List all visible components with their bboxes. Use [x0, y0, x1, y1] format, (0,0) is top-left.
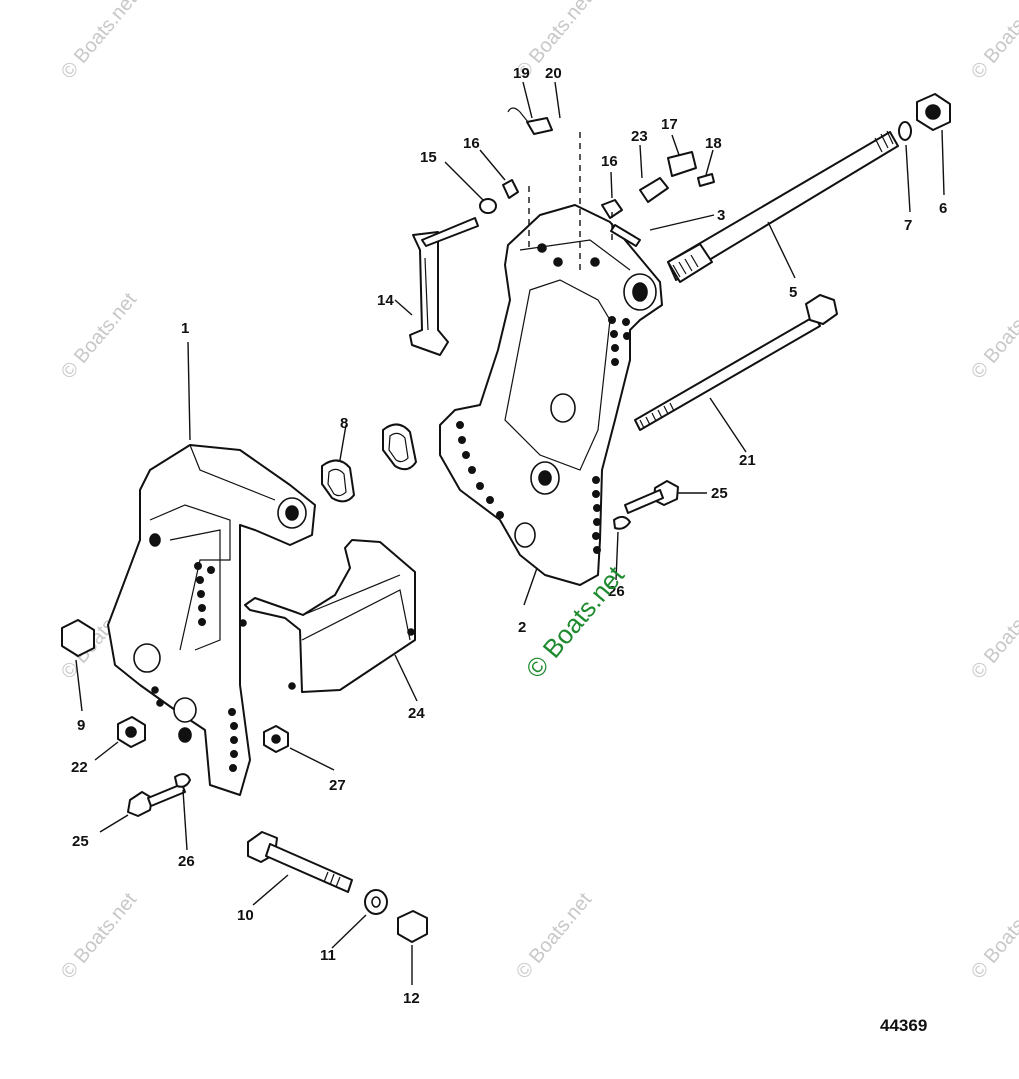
part-2-swivel-bracket: [439, 204, 663, 586]
part-25-bolt-right: [613, 480, 679, 530]
part-26-lockwasher: [174, 773, 191, 788]
watermark: © Boats.net: [57, 0, 141, 83]
callout-22: 22: [71, 759, 88, 776]
watermark: © Boats.net: [967, 588, 1019, 683]
callout-8: 8: [340, 415, 348, 432]
watermark: © Boats.net: [57, 888, 141, 983]
callout-16: 16: [463, 135, 480, 152]
callout-5: 5: [789, 284, 797, 301]
callout-19: 19: [513, 65, 530, 82]
part-14-lever: [409, 217, 479, 356]
watermark: © Boats.net: [512, 888, 596, 983]
callout-2: 2: [518, 619, 526, 636]
part-5-tilt-tube: [667, 130, 899, 283]
callout-26: 26: [178, 853, 195, 870]
callout-25: 25: [711, 485, 728, 502]
callout-25: 25: [72, 833, 89, 850]
callout-24: 24: [408, 705, 425, 722]
callout-23: 23: [631, 128, 648, 145]
part-22-nut: [117, 716, 146, 748]
figure-number: 44369: [880, 1016, 927, 1035]
callout-14: 14: [377, 292, 394, 309]
part-10-bolt: [247, 831, 353, 893]
watermark: © Boats.net: [57, 288, 141, 383]
part-1-transom-bracket: [107, 444, 316, 796]
callout-3: 3: [717, 207, 725, 224]
callout-21: 21: [739, 452, 756, 469]
part-21-through-bolt: [634, 294, 838, 431]
part-24-bracket-plate: [239, 539, 416, 693]
part-12-nut: [397, 910, 428, 943]
callout-12: 12: [403, 990, 420, 1007]
callout-20: 20: [545, 65, 562, 82]
watermark: © Boats.net: [967, 288, 1019, 383]
callout-10: 10: [237, 907, 254, 924]
callout-26: 26: [608, 583, 625, 600]
watermark: © Boats.net: [967, 0, 1019, 83]
callout-labels: 1 2 3 5 6 7 8 9 10 11 12 14 15 16 16 17 …: [71, 65, 947, 1007]
callout-7: 7: [904, 217, 912, 234]
callout-15: 15: [420, 149, 437, 166]
callout-1: 1: [181, 320, 189, 337]
leader-lines: [75, 81, 945, 985]
callout-6: 6: [939, 200, 947, 217]
callout-9: 9: [77, 717, 85, 734]
small-parts-top: [479, 107, 715, 247]
part-6-7-nut-washer: [898, 93, 951, 141]
part-8-pad: [321, 423, 417, 503]
callout-17: 17: [661, 116, 678, 133]
callout-27: 27: [329, 777, 346, 794]
part-25-bolt-lower: [127, 783, 186, 817]
callout-18: 18: [705, 135, 722, 152]
part-11-washer: [364, 889, 388, 915]
callout-16: 16: [601, 153, 618, 170]
callout-11: 11: [320, 947, 336, 964]
part-27-nut: [263, 725, 289, 753]
part-9-nut: [61, 619, 95, 657]
watermark: © Boats.net: [967, 888, 1019, 983]
